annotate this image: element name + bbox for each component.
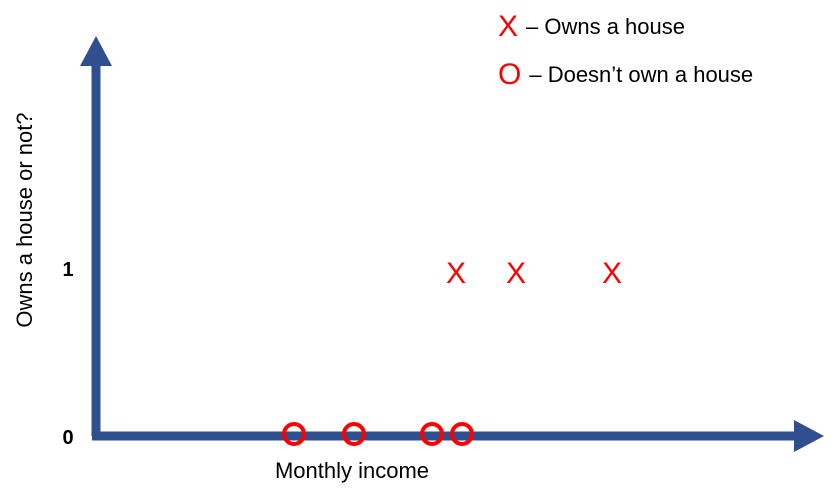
point-not-owns-3 (420, 422, 444, 446)
point-owns-1: X (446, 257, 466, 290)
point-not-owns-1 (282, 422, 306, 446)
point-not-owns-4 (450, 422, 474, 446)
y-axis-arrowhead (80, 36, 112, 66)
legend-item-owns: X – Owns a house (498, 12, 685, 42)
y-axis-label: Owns a house or not? (12, 112, 37, 327)
y-tick-label-0: 0 (62, 427, 73, 449)
legend-o-marker: O (498, 58, 522, 91)
y-tick-label-1: 1 (62, 259, 73, 281)
legend-item-not-owns: O – Doesn’t own a house (498, 60, 753, 90)
legend-label-owns: – Owns a house (526, 14, 685, 39)
point-not-owns-2 (342, 422, 366, 446)
point-owns-2: X (506, 257, 526, 290)
point-owns-3: X (602, 257, 622, 290)
legend-x-marker: X (498, 10, 519, 43)
legend-label-not-owns: – Doesn’t own a house (529, 62, 754, 87)
x-axis-label: Monthly income (275, 458, 429, 483)
x-axis-arrowhead (794, 420, 824, 452)
